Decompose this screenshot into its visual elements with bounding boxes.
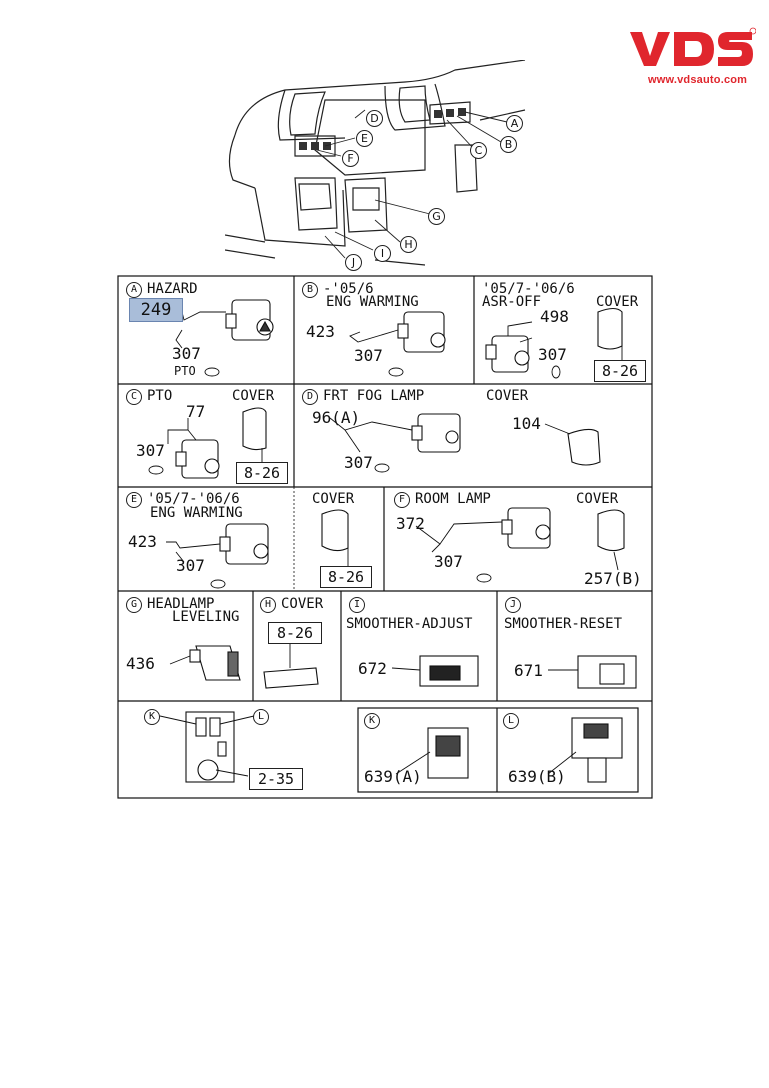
- panel-e-bulb: 307: [176, 556, 205, 575]
- panel-b2-bulb: 307: [538, 345, 567, 364]
- panel-d-part: 96(A): [312, 408, 361, 427]
- panel-g-part: 436: [126, 654, 155, 673]
- panel-h-letter: H: [260, 597, 276, 613]
- panel-f-cover-part: 257(B): [584, 569, 642, 588]
- panel-j-letter: J: [505, 597, 521, 613]
- panel-f-bulb: 307: [434, 552, 463, 571]
- overview-callout-b: B: [500, 136, 517, 153]
- panel-l-letter: L: [503, 713, 519, 729]
- panel-d-letter: D: [302, 389, 318, 405]
- panel-kl-k-letter: K: [144, 709, 160, 725]
- panel-b2-cover-label: COVER: [596, 294, 639, 310]
- panel-e-cover-label: COVER: [312, 491, 355, 507]
- panel-a-bulb: 307: [172, 344, 201, 363]
- panel-c-letter: C: [126, 389, 142, 405]
- panel-k-letter: K: [364, 713, 380, 729]
- panel-f-letter: F: [394, 492, 410, 508]
- panel-e-title: E '05/7-'06/6: [126, 492, 240, 508]
- panel-g-title: G HEADLAMP: [126, 597, 214, 613]
- panel-b-title: B -'05/6: [302, 282, 374, 298]
- panel-b2-title-2: ASR-OFF: [482, 294, 542, 310]
- panel-e-letter: E: [126, 492, 142, 508]
- panel-k-letter-row: K: [364, 713, 385, 729]
- panel-h-title-text: COVER: [281, 596, 324, 612]
- panel-i-letter: I: [349, 597, 365, 613]
- panel-i-letter-row: I: [349, 597, 370, 613]
- panel-h-ref[interactable]: 8-26: [268, 622, 322, 644]
- panel-d-cover-label: COVER: [486, 388, 529, 404]
- panel-kl-l-marker: L: [253, 709, 274, 725]
- overview-callout-a: A: [506, 115, 523, 132]
- overview-callout-j: J: [345, 254, 362, 271]
- panel-kl-l-letter: L: [253, 709, 269, 725]
- panel-f-part: 372: [396, 514, 425, 533]
- panel-c-part: 77: [186, 402, 206, 421]
- panel-a-letter: A: [126, 282, 142, 298]
- panel-i-title: SMOOTHER-ADJUST: [346, 616, 473, 632]
- panel-b-title-1: -'05/6: [323, 281, 374, 297]
- panel-kl-ref[interactable]: 2-35: [249, 768, 303, 790]
- panel-b-bulb: 307: [354, 346, 383, 365]
- panel-j-part: 671: [514, 661, 543, 680]
- panel-l-part: 639(B): [508, 767, 566, 786]
- panel-b2-cover-ref[interactable]: 8-26: [594, 360, 646, 382]
- overview-callout-i: I: [374, 245, 391, 262]
- panel-i-part: 672: [358, 659, 387, 678]
- panel-j-title: SMOOTHER-RESET: [504, 616, 623, 632]
- panel-kl-k-marker: K: [144, 709, 165, 725]
- panel-c-bulb: 307: [136, 441, 165, 460]
- panel-c-title: C PTO: [126, 389, 172, 405]
- panel-a-sub: PTO: [174, 364, 196, 378]
- panel-g-letter: G: [126, 597, 142, 613]
- panel-f-title: F ROOM LAMP: [394, 492, 491, 508]
- overview-callout-h: H: [400, 236, 417, 253]
- overview-callout-c: C: [470, 142, 487, 159]
- panel-d-title-text: FRT FOG LAMP: [323, 388, 425, 404]
- panel-d-title: D FRT FOG LAMP: [302, 389, 424, 405]
- panel-b-title-2: ENG WARMING: [326, 294, 419, 310]
- panel-b2-title-1: '05/7-'06/6: [482, 281, 575, 297]
- panel-f-cover-label: COVER: [576, 491, 619, 507]
- overview-callout-g: G: [428, 208, 445, 225]
- overview-callout-f: F: [342, 150, 359, 167]
- panel-f-title-text: ROOM LAMP: [415, 491, 491, 507]
- panel-d-cover-part: 104: [512, 414, 541, 433]
- panel-e-title-2: ENG WARMING: [150, 505, 243, 521]
- panel-e-cover-ref[interactable]: 8-26: [320, 566, 372, 588]
- panel-d-bulb: 307: [344, 453, 373, 472]
- brand-url[interactable]: www.vdsauto.com: [648, 74, 748, 86]
- panel-c-cover-label: COVER: [232, 388, 275, 404]
- overview-callout-e: E: [356, 130, 373, 147]
- panel-c-cover-ref[interactable]: 8-26: [236, 462, 288, 484]
- panel-b2-part: 498: [540, 307, 569, 326]
- panel-a-title-text: HAZARD: [147, 281, 198, 297]
- panel-h-title: H COVER: [260, 597, 323, 613]
- panel-l-letter-row: L: [503, 713, 524, 729]
- vds-logo: [630, 27, 756, 66]
- panel-a-title: A HAZARD: [126, 282, 198, 298]
- panel-j-letter-row: J: [505, 597, 526, 613]
- panel-e-part: 423: [128, 532, 157, 551]
- dashboard-overview-drawing: [225, 60, 526, 266]
- panel-g-title-2: LEVELING: [172, 609, 240, 625]
- panel-a-part-highlight[interactable]: 249: [129, 298, 183, 322]
- panel-b-part: 423: [306, 322, 335, 341]
- brand-logo-area: www.vdsauto.com: [620, 26, 760, 96]
- panel-e-title-1: '05/7-'06/6: [147, 491, 240, 507]
- panel-b-letter: B: [302, 282, 318, 298]
- overview-callout-d: D: [366, 110, 383, 127]
- panel-k-part: 639(A): [364, 767, 422, 786]
- panel-g-title-1: HEADLAMP: [147, 596, 215, 612]
- panel-c-title-text: PTO: [147, 388, 173, 404]
